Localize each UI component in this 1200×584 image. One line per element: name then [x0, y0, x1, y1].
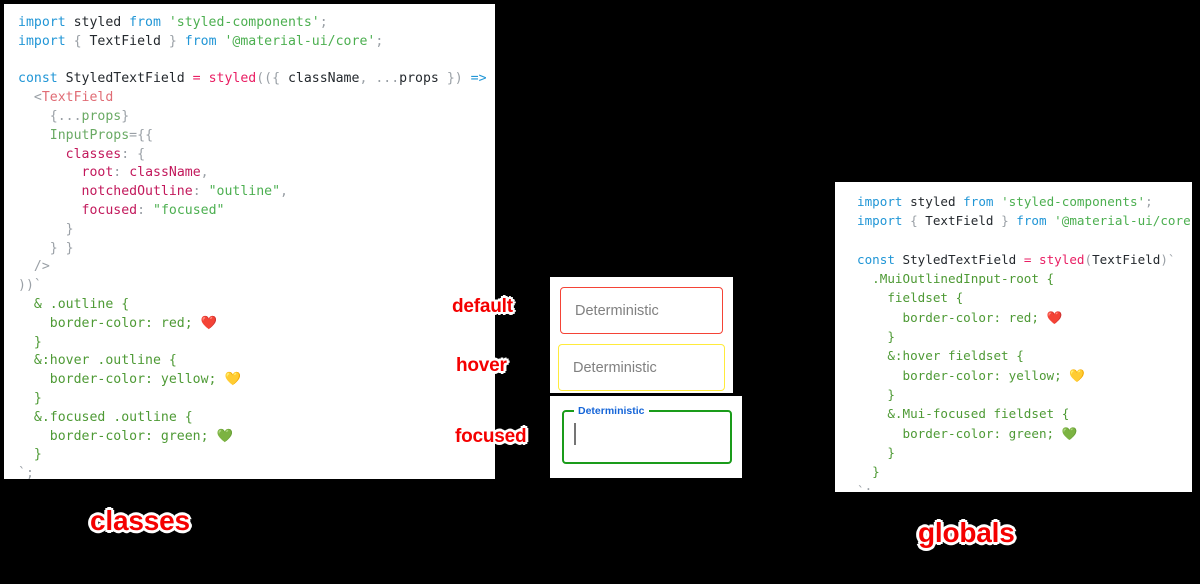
textfield-hover-value: Deterministic: [573, 359, 657, 376]
caption-classes: classes: [90, 505, 190, 536]
demo-panel-focused: Deterministic: [550, 396, 742, 478]
callout-label-hover: hover: [456, 355, 507, 376]
textfield-hover[interactable]: Deterministic: [558, 344, 725, 391]
textfield-focused-outline: Deterministic: [562, 406, 732, 464]
code-block-globals: import styled from 'styled-components'; …: [857, 194, 1192, 492]
callout-label-focused: focused: [455, 426, 527, 447]
textfield-default-value: Deterministic: [575, 302, 659, 319]
text-caret-icon: [574, 423, 576, 445]
textfield-focused[interactable]: Deterministic: [562, 406, 732, 464]
callout-label-default: default: [452, 296, 513, 317]
caption-globals: globals: [918, 517, 1015, 548]
textfield-focused-legend: Deterministic: [578, 405, 645, 417]
demo-panel-default-hover: Deterministic Deterministic: [550, 277, 733, 393]
code-block-classes: import styled from 'styled-components'; …: [18, 15, 495, 479]
code-panel-classes: import styled from 'styled-components'; …: [4, 4, 495, 479]
textfield-default[interactable]: Deterministic: [560, 287, 723, 334]
code-panel-globals: import styled from 'styled-components'; …: [835, 182, 1192, 492]
